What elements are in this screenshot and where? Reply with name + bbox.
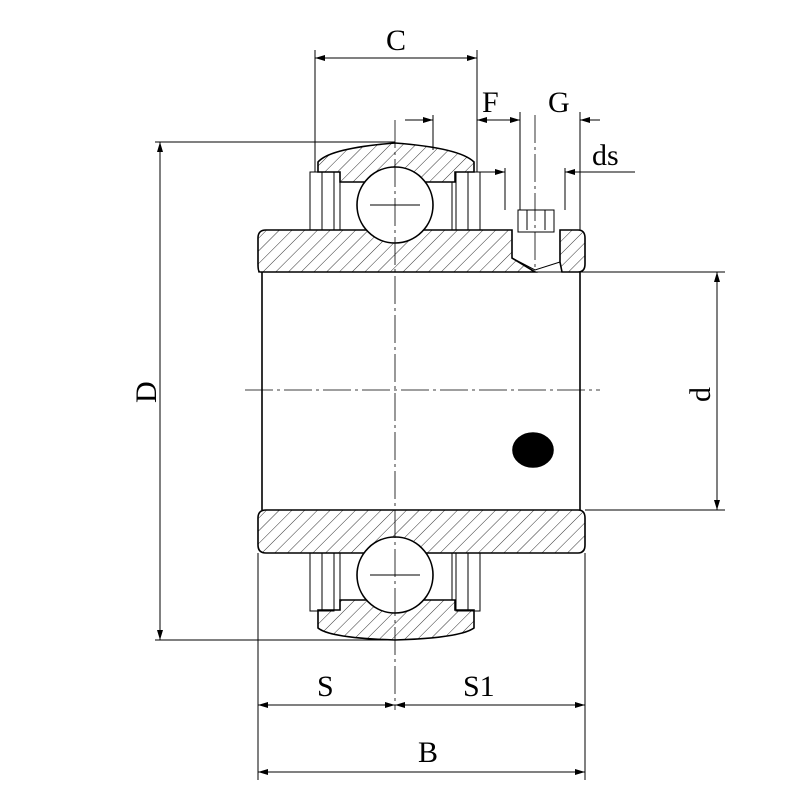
label-S: S <box>317 670 334 703</box>
label-B: B <box>418 736 438 769</box>
extension-lines <box>155 50 725 780</box>
label-d: d <box>684 387 717 402</box>
label-G: G <box>548 86 570 119</box>
bore <box>258 271 585 510</box>
label-D: D <box>130 381 163 403</box>
label-S1: S1 <box>463 670 495 703</box>
label-C: C <box>386 24 406 57</box>
inner-ring-bottom <box>257 509 586 554</box>
dimension-lines <box>157 55 720 775</box>
lubrication-hole <box>512 432 554 468</box>
label-F: F <box>482 86 499 119</box>
label-ds: ds <box>592 139 619 172</box>
